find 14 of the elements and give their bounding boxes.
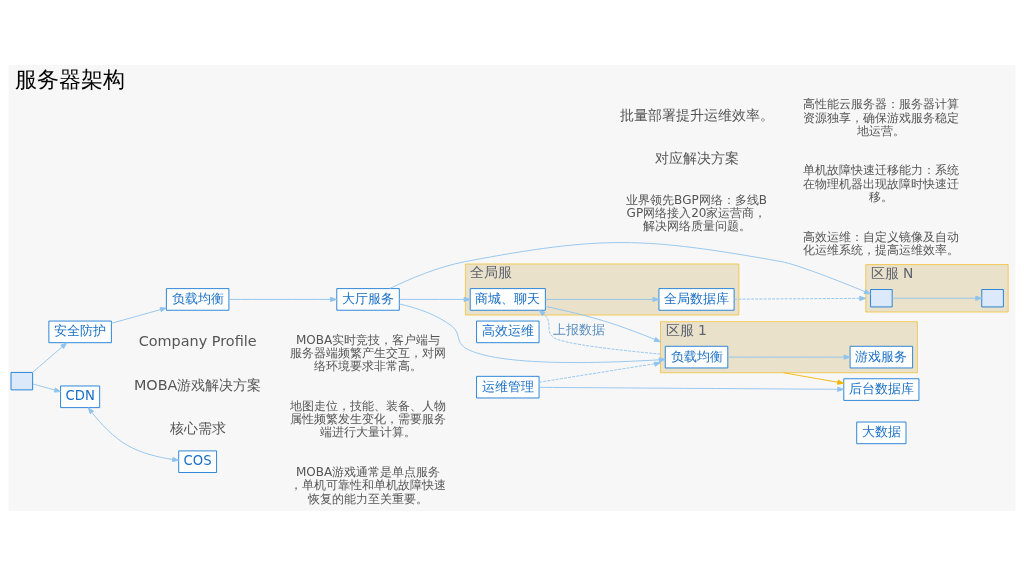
label: 地图走位，技能、装备、人物属性频繁发生变化，需要服务端进行大量计算。	[290, 399, 447, 440]
label: 高效运维：自定义镜像及自动化运维系统，提高运维效率。	[803, 229, 960, 257]
edge-label: 上报数据	[552, 321, 605, 337]
label: 业界领先BGP网络：多线BGP网络接入20家运营商，解决网络质量问题。	[626, 192, 767, 234]
diagram-title: 服务器架构	[15, 67, 126, 93]
label: 批量部署提升运维效率。	[619, 106, 774, 123]
label: 对应解决方案	[654, 150, 739, 167]
label: MOBA游戏解决方案	[133, 376, 262, 393]
label: MOBA实时竞技，客户端与服务器端频繁产生交互，对网络环境要求非常高。	[290, 332, 447, 374]
label: 高性能云服务器：服务器计算资源独享，确保游戏服务稳定地运营。	[803, 97, 960, 138]
label: 单机故障快速迁移能力：系统在物理机器出现故障时快速迁移。	[803, 163, 960, 204]
label: MOBA游戏通常是单点服务，单机可靠性和单机故障快速恢复的能力至关重要。	[290, 465, 447, 506]
label: 核心需求	[169, 419, 226, 436]
label: Company Profile	[138, 333, 257, 350]
